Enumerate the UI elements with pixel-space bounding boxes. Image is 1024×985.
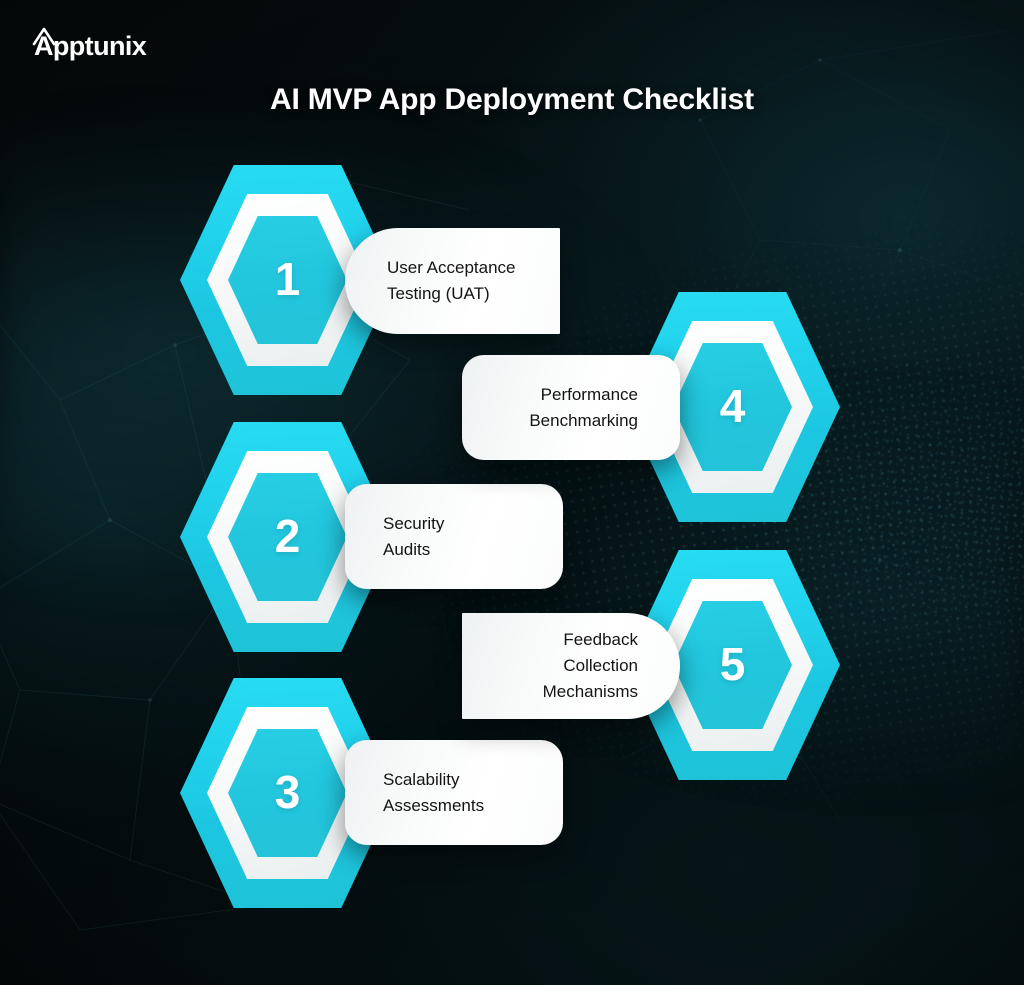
step-2-number: 2 (274, 509, 301, 562)
step-5-label: Feedback Collection Mechanisms (542, 630, 638, 701)
step-1-label: User Acceptance Testing (UAT) (387, 258, 516, 303)
step-1-number: 1 (274, 252, 301, 305)
step-2-label-pill[interactable]: Security Audits (345, 484, 563, 589)
apptunix-peak-mark-icon (31, 27, 57, 61)
step-1-label-pill[interactable]: User Acceptance Testing (UAT) (345, 228, 560, 334)
step-5-label-pill[interactable]: Feedback Collection Mechanisms (462, 613, 680, 719)
step-4-label: Performance Benchmarking (529, 384, 638, 430)
step-2-label: Security Audits (383, 513, 445, 559)
page-title: AI MVP App Deployment Checklist (270, 83, 754, 116)
step-3-number: 3 (274, 765, 301, 818)
brand-logo[interactable]: Apptunix (31, 27, 147, 61)
step-4-number: 4 (719, 379, 746, 432)
step-5-number: 5 (719, 637, 746, 690)
step-3-label-pill[interactable]: Scalability Assessments (345, 740, 563, 845)
step-3-label: Scalability Assessments (383, 769, 485, 815)
step-4-label-pill[interactable]: Performance Benchmarking (462, 355, 680, 460)
